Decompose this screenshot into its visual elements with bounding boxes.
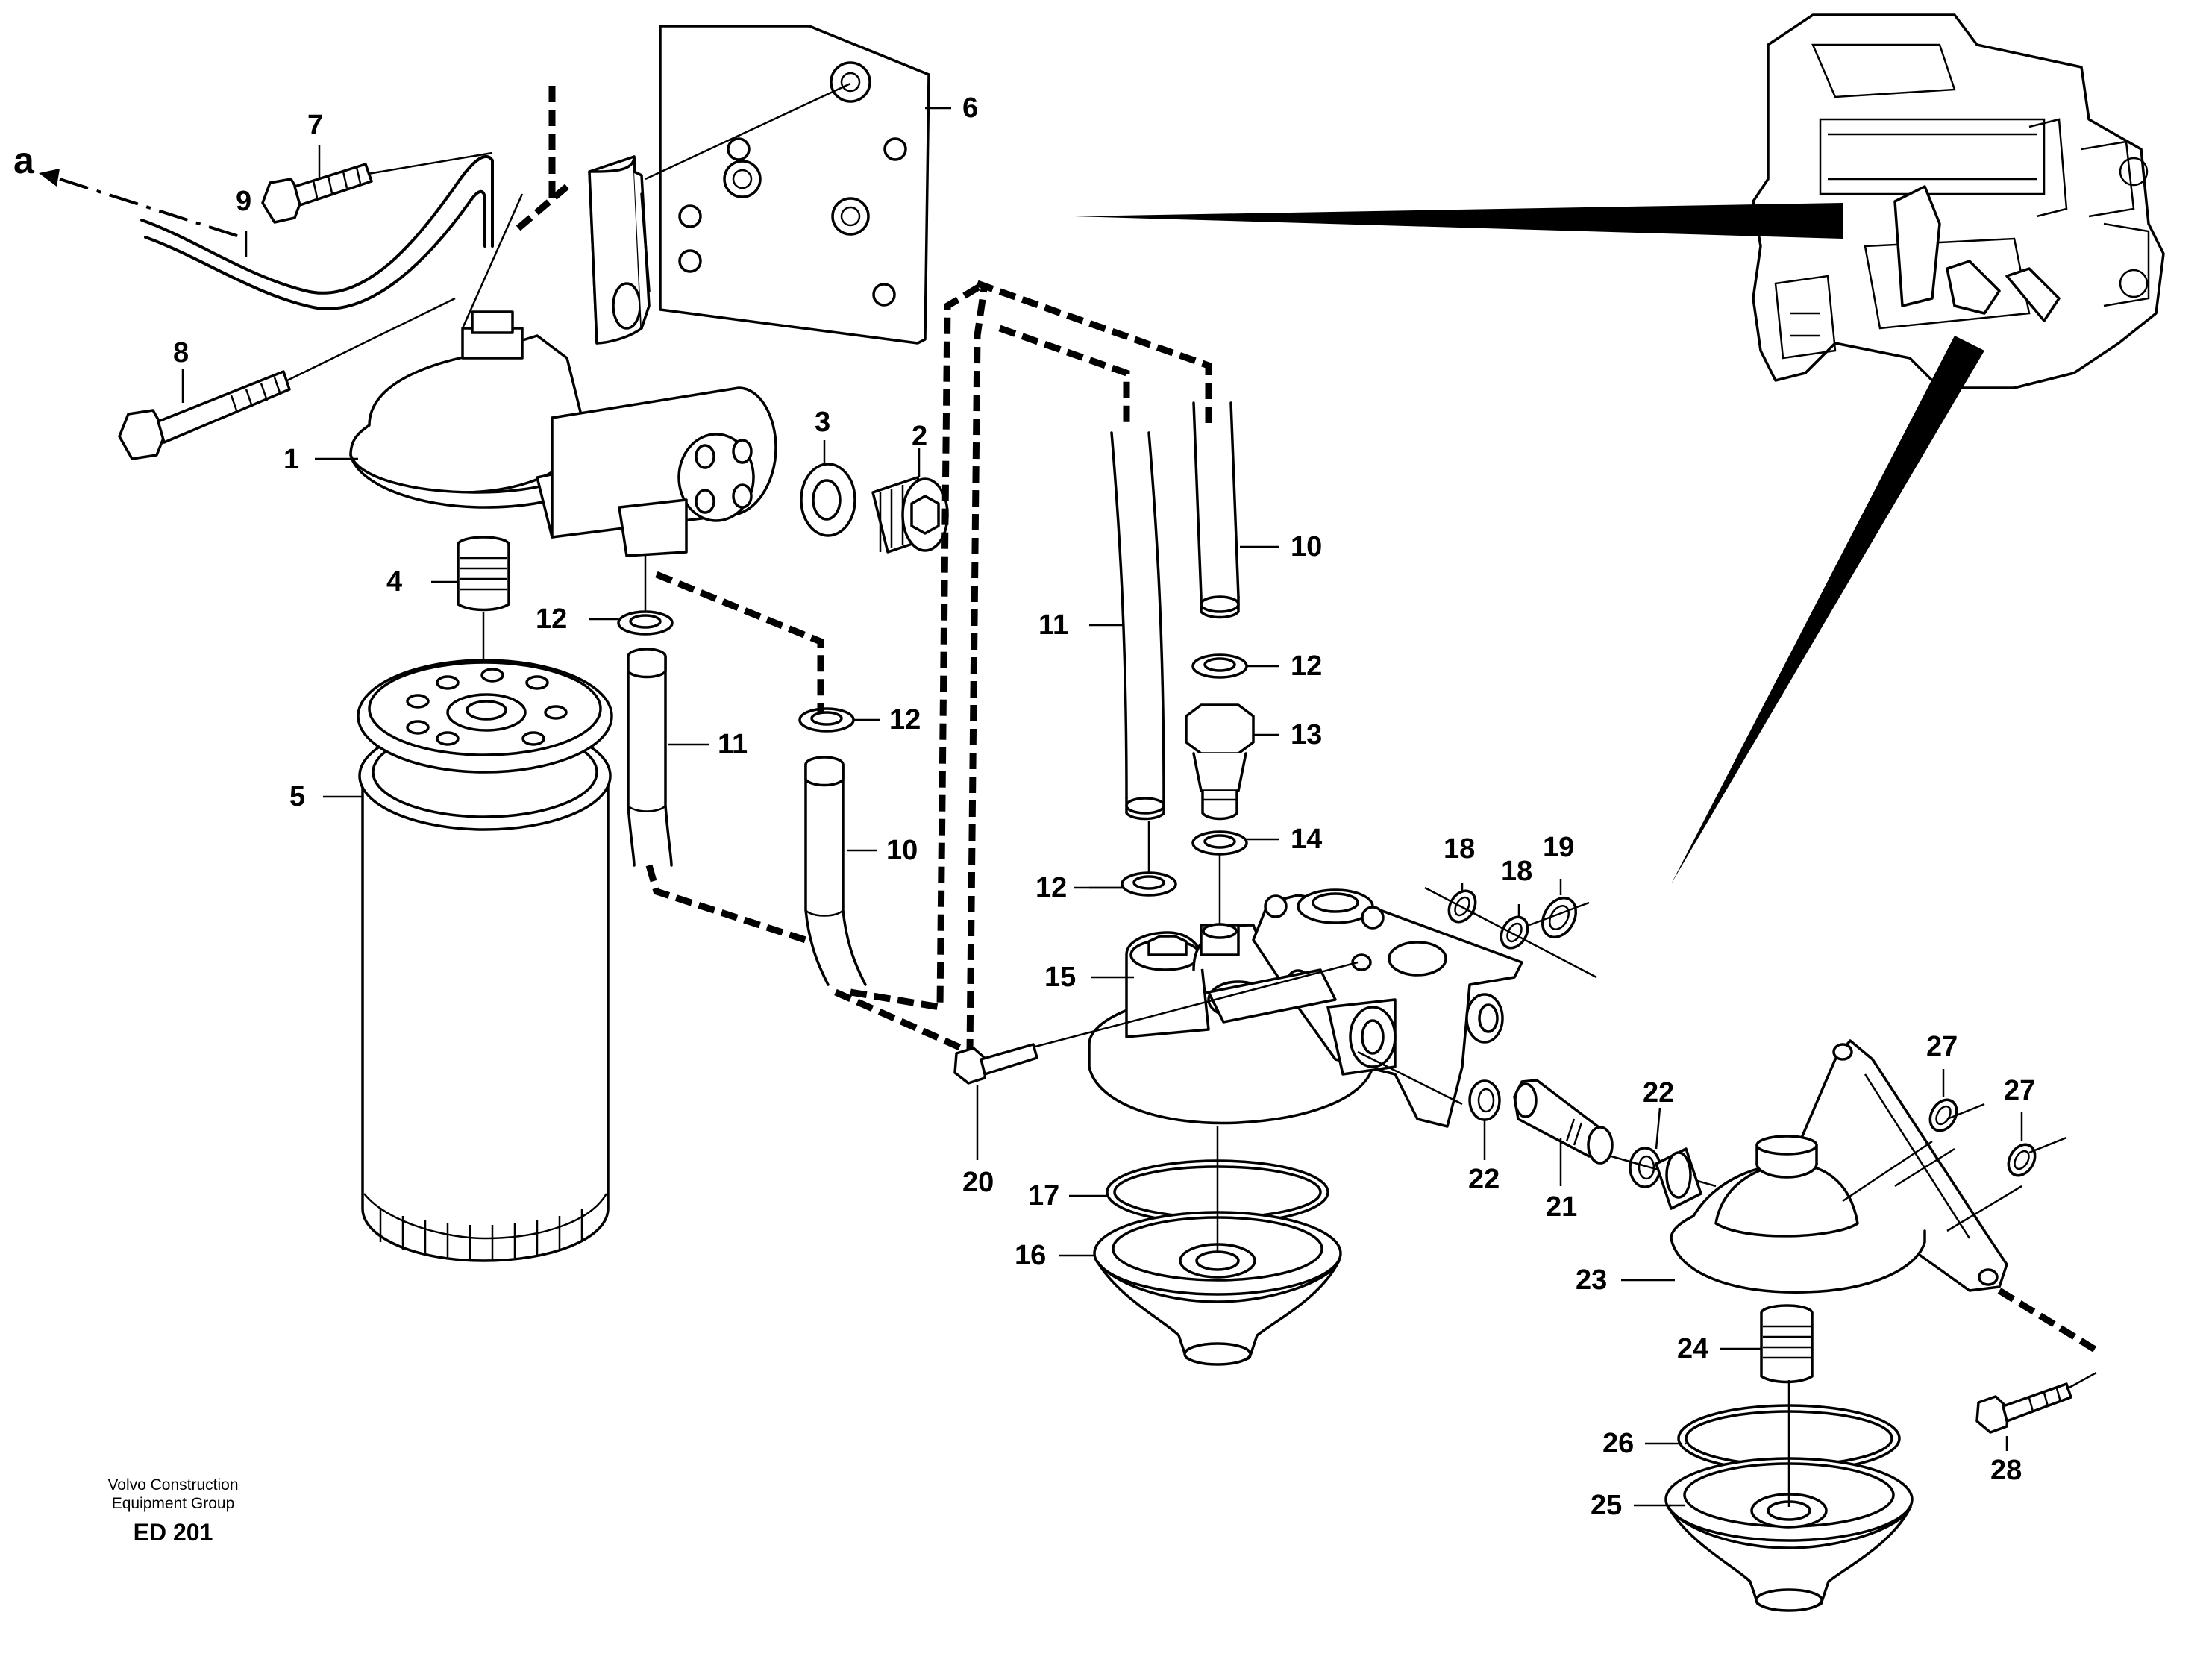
- o-ring-18-b: [1500, 915, 1529, 950]
- label-6: 6: [962, 93, 978, 124]
- label-15: 15: [1044, 962, 1076, 993]
- label-26: 26: [1602, 1428, 1634, 1459]
- plug-2: [871, 476, 949, 554]
- label-12-c: 12: [1035, 872, 1067, 903]
- label-27-a: 27: [1926, 1031, 1958, 1062]
- label-10-a: 10: [886, 835, 918, 866]
- label-2: 2: [912, 421, 927, 452]
- oil-filter-5: [357, 659, 613, 1262]
- nipple-4: [457, 536, 510, 612]
- label-10-b: 10: [1291, 531, 1322, 562]
- label-12-d: 12: [1291, 651, 1322, 682]
- label-18-a: 18: [1444, 833, 1475, 865]
- filter-head-1: [349, 155, 777, 557]
- bracket-plate-6: [659, 25, 930, 345]
- bolt-7: [261, 163, 373, 224]
- engine-overview-illustration: [1752, 13, 2165, 389]
- dashed-link-28: [1997, 1288, 2099, 1353]
- footer-code: ED 201: [134, 1519, 213, 1546]
- label-7: 7: [307, 110, 323, 141]
- o-ring-27-a: [1928, 1098, 1958, 1132]
- seal-22-a: [1468, 1079, 1501, 1121]
- filter-housing-15: [1088, 888, 1523, 1128]
- label-28: 28: [1990, 1455, 2022, 1486]
- label-22-a: 22: [1468, 1164, 1500, 1195]
- label-9: 9: [236, 186, 251, 217]
- nipple-24: [1760, 1304, 1814, 1384]
- label-21: 21: [1546, 1191, 1577, 1223]
- filter-head-23: [1655, 1039, 2008, 1294]
- label-13: 13: [1291, 719, 1322, 750]
- o-ring-19: [1541, 897, 1578, 938]
- label-14: 14: [1291, 824, 1322, 855]
- label-17: 17: [1028, 1180, 1059, 1212]
- label-20: 20: [962, 1167, 994, 1198]
- bolt-8: [118, 370, 291, 460]
- label-12-b: 12: [889, 704, 921, 736]
- label-11-b: 11: [1038, 609, 1068, 641]
- bolt-28: [1975, 1382, 2072, 1434]
- hose-10-a: [804, 756, 867, 986]
- bolt-20: [953, 1043, 1038, 1085]
- arrow-a-icon: [39, 169, 60, 187]
- label-11-a: 11: [718, 729, 748, 760]
- label-19: 19: [1543, 832, 1574, 863]
- adapter-13: [1185, 703, 1255, 821]
- reference-line-a: [59, 178, 247, 240]
- label-18-b: 18: [1501, 856, 1532, 887]
- hose-route-dashed: [655, 571, 824, 712]
- label-4: 4: [386, 566, 402, 598]
- footer-line-1: Volvo Construction: [107, 1476, 238, 1493]
- footer-line-2: Equipment Group: [112, 1495, 235, 1512]
- pipe-9: [140, 155, 494, 295]
- label-5: 5: [289, 781, 305, 812]
- label-a: a: [13, 140, 35, 181]
- o-ring-27-b: [2007, 1143, 2037, 1177]
- part-labels: a 1 2 3 4 5 6 7 8 9 10 10 11 11 12 12 12…: [13, 93, 2035, 1521]
- label-22-b: 22: [1643, 1077, 1674, 1109]
- hose-10-b: [1192, 401, 1240, 619]
- label-8: 8: [173, 337, 189, 369]
- label-25: 25: [1591, 1490, 1622, 1521]
- label-24: 24: [1677, 1333, 1708, 1364]
- hose-11-b: [1110, 431, 1165, 821]
- pipe-21: [1513, 1079, 1614, 1165]
- pointer-wedge-lower: [1671, 336, 1984, 884]
- label-12-a: 12: [536, 604, 567, 635]
- label-27-b: 27: [2004, 1075, 2035, 1106]
- seal-22-b: [1629, 1147, 1661, 1188]
- label-1: 1: [283, 444, 299, 475]
- hose-11-a: [627, 648, 673, 867]
- footer-credit: Volvo Construction Equipment Group ED 20…: [107, 1476, 238, 1546]
- label-23: 23: [1576, 1264, 1607, 1296]
- label-3: 3: [815, 407, 830, 438]
- pointer-wedge-upper: [1074, 203, 1843, 239]
- label-16: 16: [1015, 1240, 1046, 1271]
